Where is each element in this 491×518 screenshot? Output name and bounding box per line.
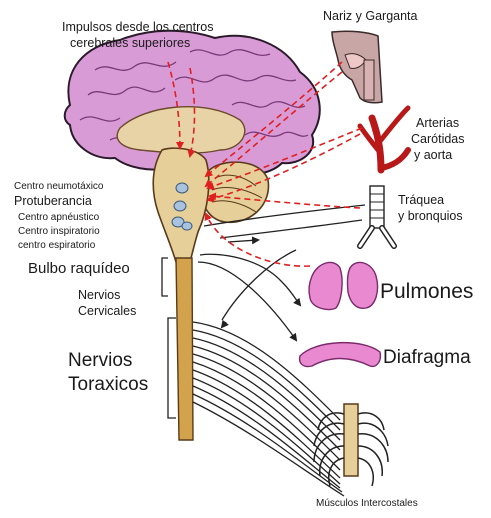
intercostal-muscles-label: Músculos Intercostales xyxy=(316,498,418,510)
thoracic-nerves-label-line1: Nervios xyxy=(68,350,132,372)
diaphragm-label: Diafragma xyxy=(383,347,471,369)
cervical-nerves-label-line2: Cervicales xyxy=(78,304,136,318)
arteries-label-line1: Arterias xyxy=(416,116,459,130)
apneustic-center xyxy=(174,201,186,211)
trachea-illustration xyxy=(360,186,394,246)
trachea-label-line1: Tráquea xyxy=(398,193,444,207)
expiratory-center-label: centro espiratorio xyxy=(18,240,95,252)
cerebellum xyxy=(202,162,269,222)
expiratory-center xyxy=(182,222,192,230)
inspiratory-center-label: Centro inspiratorio xyxy=(18,226,100,238)
nose-throat-label: Nariz y Garganta xyxy=(323,9,417,23)
impulses-label-line1: Impulsos desde los centros xyxy=(62,20,213,34)
lungs-illustration xyxy=(309,262,378,309)
lungs-label: Pulmones xyxy=(380,280,473,304)
trachea-label-line2: y bronquios xyxy=(398,209,463,223)
thoracic-nerves-label-line2: Toraxicos xyxy=(68,374,148,396)
pons-label: Protuberancia xyxy=(14,194,92,208)
apneustic-center-label: Centro apnéustico xyxy=(18,212,99,224)
brackets xyxy=(162,258,176,418)
medulla-label: Bulbo raquídeo xyxy=(28,260,130,277)
pneumotaxic-center xyxy=(176,183,188,193)
nose-throat-illustration xyxy=(332,31,382,103)
arteries-label-line3: y aorta xyxy=(414,148,452,162)
arteries-label-line2: Carótidas xyxy=(411,132,465,146)
spinal-cord xyxy=(176,258,193,440)
impulses-label-line2: cerebrales superiores xyxy=(70,36,190,50)
diaphragm-illustration xyxy=(300,343,381,367)
carotid-arteries-illustration xyxy=(360,108,408,170)
cervical-nerves-label-line1: Nervios xyxy=(78,288,120,302)
pneumotaxic-center-label: Centro neumotáxico xyxy=(14,181,104,193)
